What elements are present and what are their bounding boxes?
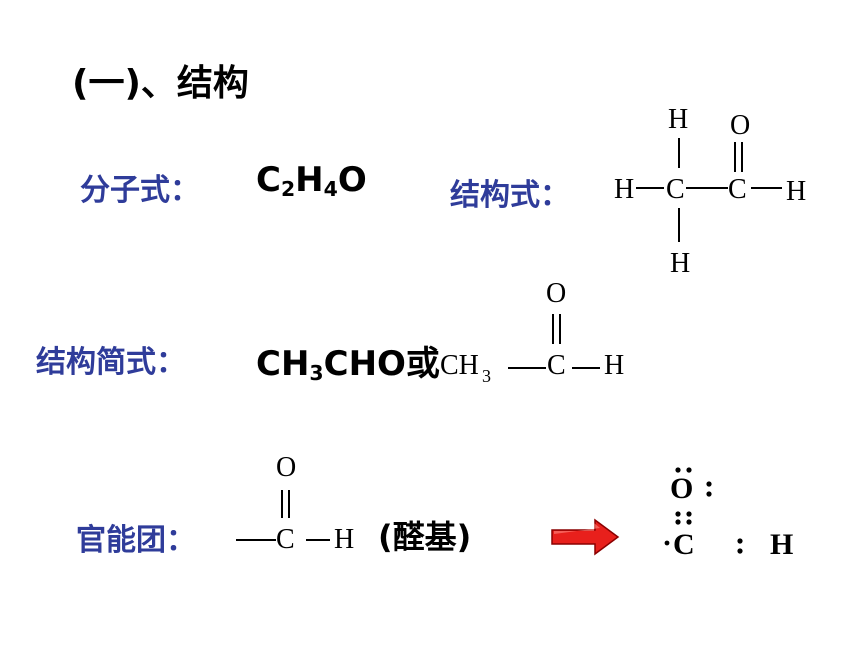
- structural-formula-drawing: H H C C H H O: [614, 104, 806, 279]
- condensed-drawn-h: H: [604, 350, 624, 381]
- right-arrow-icon: [551, 518, 620, 556]
- condensed-drawn-o: O: [546, 278, 566, 309]
- condensed-formula-label: 结构简式：: [36, 345, 186, 380]
- formula-sub-4: 4: [323, 177, 338, 202]
- condensed-drawn-ch: CH: [440, 350, 479, 381]
- group-drawn-o: O: [276, 452, 296, 483]
- condensed-formula-text: CH3CHO或: [256, 336, 440, 385]
- functional-group-drawing: C H O: [236, 452, 354, 555]
- group-drawn-c: C: [276, 524, 295, 555]
- lewis-h: H: [770, 528, 793, 561]
- group-drawn-h: H: [334, 524, 354, 555]
- atom-h-left: H: [614, 174, 634, 205]
- atom-c2: C: [728, 174, 747, 205]
- condensed-drawn-c: C: [547, 350, 566, 381]
- molecular-formula: C2H4O: [256, 160, 367, 200]
- functional-group-name: (醛基): [378, 518, 472, 556]
- formula-c: C: [256, 160, 281, 200]
- condensed-sub-3: 3: [309, 361, 324, 386]
- section-title: (一)、结构: [72, 63, 249, 104]
- atom-h-bottom: H: [670, 248, 690, 279]
- condensed-drawn-sub: 3: [482, 366, 491, 386]
- atom-h-right: H: [786, 176, 806, 207]
- structural-formula-label: 结构式：: [450, 178, 570, 213]
- formula-sub-2: 2: [280, 177, 296, 202]
- lewis-c: C: [673, 528, 695, 561]
- condensed-cho-or: CHO或: [323, 344, 440, 384]
- condensed-ch: CH: [256, 344, 310, 384]
- formula-o: O: [337, 160, 367, 200]
- lewis-structure: O C H: [664, 467, 793, 561]
- molecular-formula-label: 分子式：: [80, 173, 200, 208]
- formula-h: H: [295, 160, 324, 200]
- condensed-formula-drawing: CH 3 C H O: [440, 278, 624, 386]
- atom-h-top: H: [668, 104, 688, 135]
- atom-o: O: [730, 110, 750, 141]
- functional-group-label: 官能团：: [76, 523, 196, 558]
- atom-c1: C: [666, 174, 685, 205]
- lewis-o: O: [670, 472, 693, 505]
